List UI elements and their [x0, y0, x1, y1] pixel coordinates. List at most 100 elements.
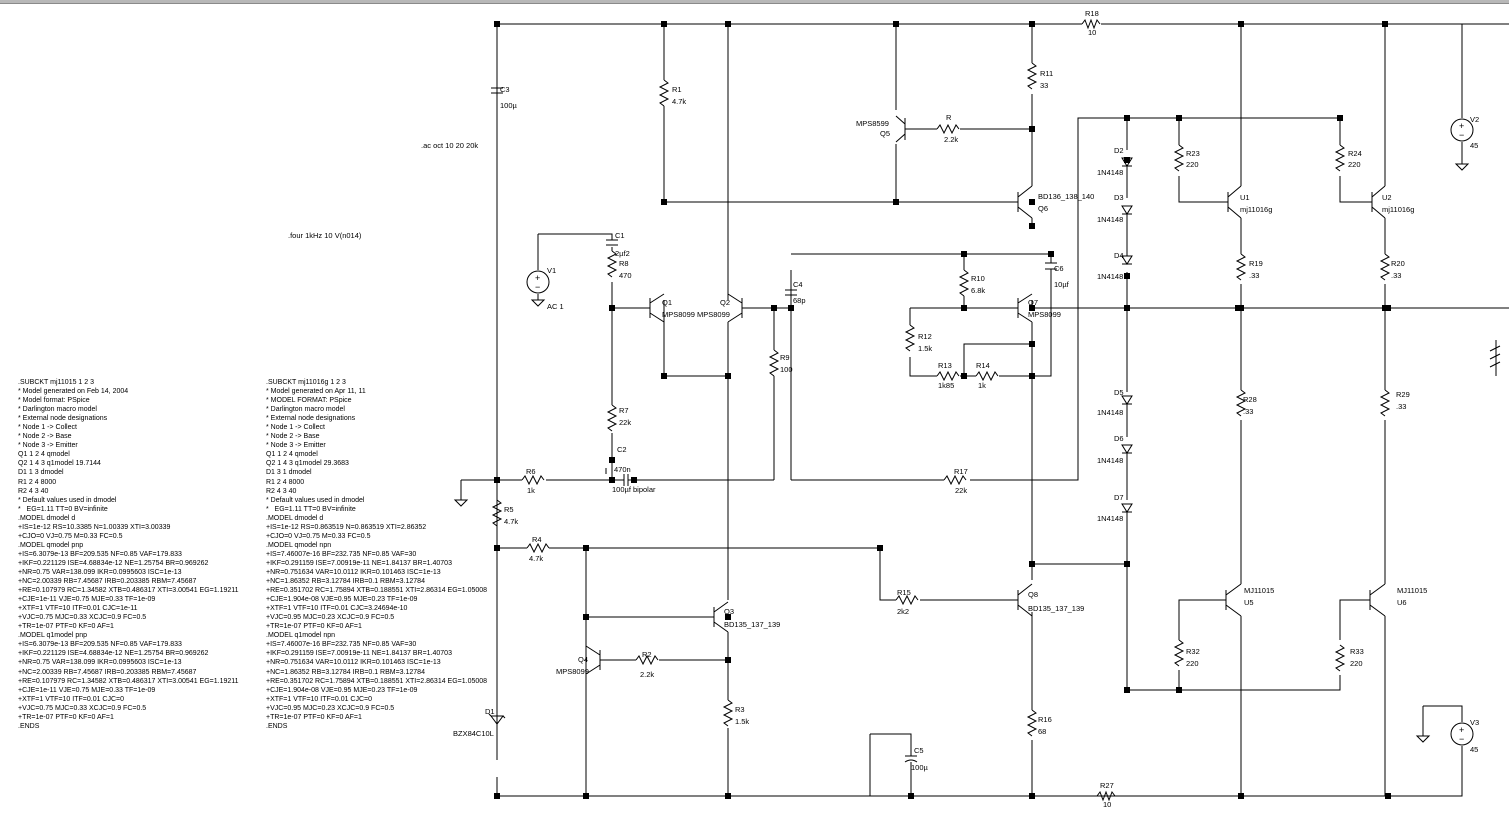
r6-ref-label: R6: [526, 467, 536, 476]
r19-ref-label: R19: [1249, 259, 1263, 268]
d1-value-label: BZX84C10L: [453, 729, 494, 738]
r3-ref-label: R3: [735, 705, 745, 714]
d5-value-label: 1N4148: [1097, 408, 1123, 417]
r19-value-label: .33: [1249, 271, 1259, 280]
c2-ref-label: C2: [617, 445, 627, 454]
junction-dot: [961, 251, 967, 257]
junction-dot: [609, 457, 615, 463]
r24-ref-label: R24: [1348, 149, 1362, 158]
v2-value-label: 45: [1470, 141, 1478, 150]
junctions: [494, 21, 1391, 799]
r28-ref-label: R28: [1243, 395, 1257, 404]
junction-dot: [961, 305, 967, 311]
source-symbols: +− +− +−: [526, 118, 1474, 746]
q7-ref-label: Q7: [1028, 298, 1038, 307]
u6-ref-label: U6: [1397, 598, 1407, 607]
r24-value-label: 220: [1348, 160, 1361, 169]
transistor-symbols: [585, 115, 1386, 675]
v1-value-label: AC 1: [547, 302, 564, 311]
r14-ref-label: R14: [976, 361, 990, 370]
d7-value-label: 1N4148: [1097, 514, 1123, 523]
junction-dot: [1029, 199, 1035, 205]
v3-ref-label: V3: [1470, 718, 1479, 727]
c1-value-label: 2µf2: [615, 249, 630, 258]
junction-dot: [1124, 273, 1130, 279]
d6-value-label: 1N4148: [1097, 456, 1123, 465]
r33-value-label: 220: [1350, 659, 1363, 668]
u1-value-label: mj11016g: [1240, 205, 1272, 214]
r13-value-label: 1k85: [938, 381, 954, 390]
junction-dot: [725, 373, 731, 379]
junction-dot: [1176, 687, 1182, 693]
junction-dot: [1029, 21, 1035, 27]
d4-ref-label: D4: [1114, 251, 1124, 260]
junction-dot: [609, 305, 615, 311]
r32-value-label: 220: [1186, 659, 1199, 668]
c2b-value-label: 100µf bipolar: [612, 485, 656, 494]
r15-ref-label: R15: [897, 588, 911, 597]
r-value-label: 2.2k: [944, 135, 958, 144]
d3-ref-label: D3: [1114, 193, 1124, 202]
junction-dot: [725, 21, 731, 27]
svg-text:+: +: [535, 273, 540, 283]
r1-value-label: 4.7k: [672, 97, 686, 106]
q3-ref-label: Q3: [724, 607, 734, 616]
junction-dot: [1029, 793, 1035, 799]
r29-ref-label: R29: [1396, 390, 1410, 399]
q4-value-label: MPS8099: [556, 667, 589, 676]
window-top-border: [0, 0, 1509, 4]
svg-text:+: +: [1459, 121, 1464, 131]
junction-dot: [1238, 21, 1244, 27]
d6-ref-label: D6: [1114, 434, 1124, 443]
junction-dot: [1382, 21, 1388, 27]
netlist-mj11016g: .SUBCKT mj11016g 1 2 3 * Model generated…: [266, 379, 488, 730]
v1-ref-label: V1: [547, 266, 556, 275]
q5-value-label: MPS8599: [856, 119, 889, 128]
u1-ref-label: U1: [1240, 193, 1250, 202]
svg-text:−: −: [1459, 734, 1464, 744]
r27-value-label: 10: [1103, 800, 1111, 809]
v3-value-label: 45: [1470, 745, 1478, 754]
u5-ref-label: U5: [1244, 598, 1254, 607]
junction-dot: [1176, 115, 1182, 121]
junction-dot: [1048, 251, 1054, 257]
junction-dot: [661, 21, 667, 27]
d2-ref-label: D2: [1114, 146, 1124, 155]
d5-ref-label: D5: [1114, 388, 1124, 397]
junction-dot: [877, 545, 883, 551]
junction-dot: [1235, 305, 1241, 311]
r32-ref-label: R32: [1186, 647, 1200, 656]
r10-value-label: 6.8k: [971, 286, 985, 295]
svg-text:−: −: [1459, 130, 1464, 140]
junction-dot: [494, 21, 500, 27]
u5-value-label: MJ11015: [1244, 586, 1274, 595]
r5-ref-label: R5: [504, 505, 514, 514]
q1-ref-label: Q1: [662, 298, 672, 307]
r4-value-label: 4.7k: [529, 554, 543, 563]
r9-ref-label: R9: [780, 353, 790, 362]
junction-dot: [788, 305, 794, 311]
r12-ref-label: R12: [918, 332, 932, 341]
junction-dot: [725, 793, 731, 799]
junction-dot: [1029, 126, 1035, 132]
junction-dot: [1029, 561, 1035, 567]
r33-ref-label: R33: [1350, 647, 1364, 656]
r23-value-label: 220: [1186, 160, 1199, 169]
r12-value-label: 1.5k: [918, 344, 932, 353]
c1-ref-label: C1: [615, 231, 625, 240]
junction-dot: [661, 373, 667, 379]
r18-value-label: 10: [1088, 28, 1096, 37]
c4-value-label: 68p: [793, 296, 806, 305]
r16-value-label: 68: [1038, 727, 1046, 736]
q4-ref-label: Q4: [578, 655, 588, 664]
ground-symbols: [453, 163, 1501, 743]
junction-dot: [1337, 115, 1343, 121]
c5-value-label: 100µ: [911, 763, 929, 772]
q5-ref-label: Q5: [880, 129, 890, 138]
r18-ref-label: R18: [1085, 9, 1099, 18]
q3-value-label: BD135_137_139: [724, 620, 780, 629]
q2-value-label: MPS8099: [697, 310, 730, 319]
junction-dot: [494, 477, 500, 483]
junction-dot: [583, 545, 589, 551]
